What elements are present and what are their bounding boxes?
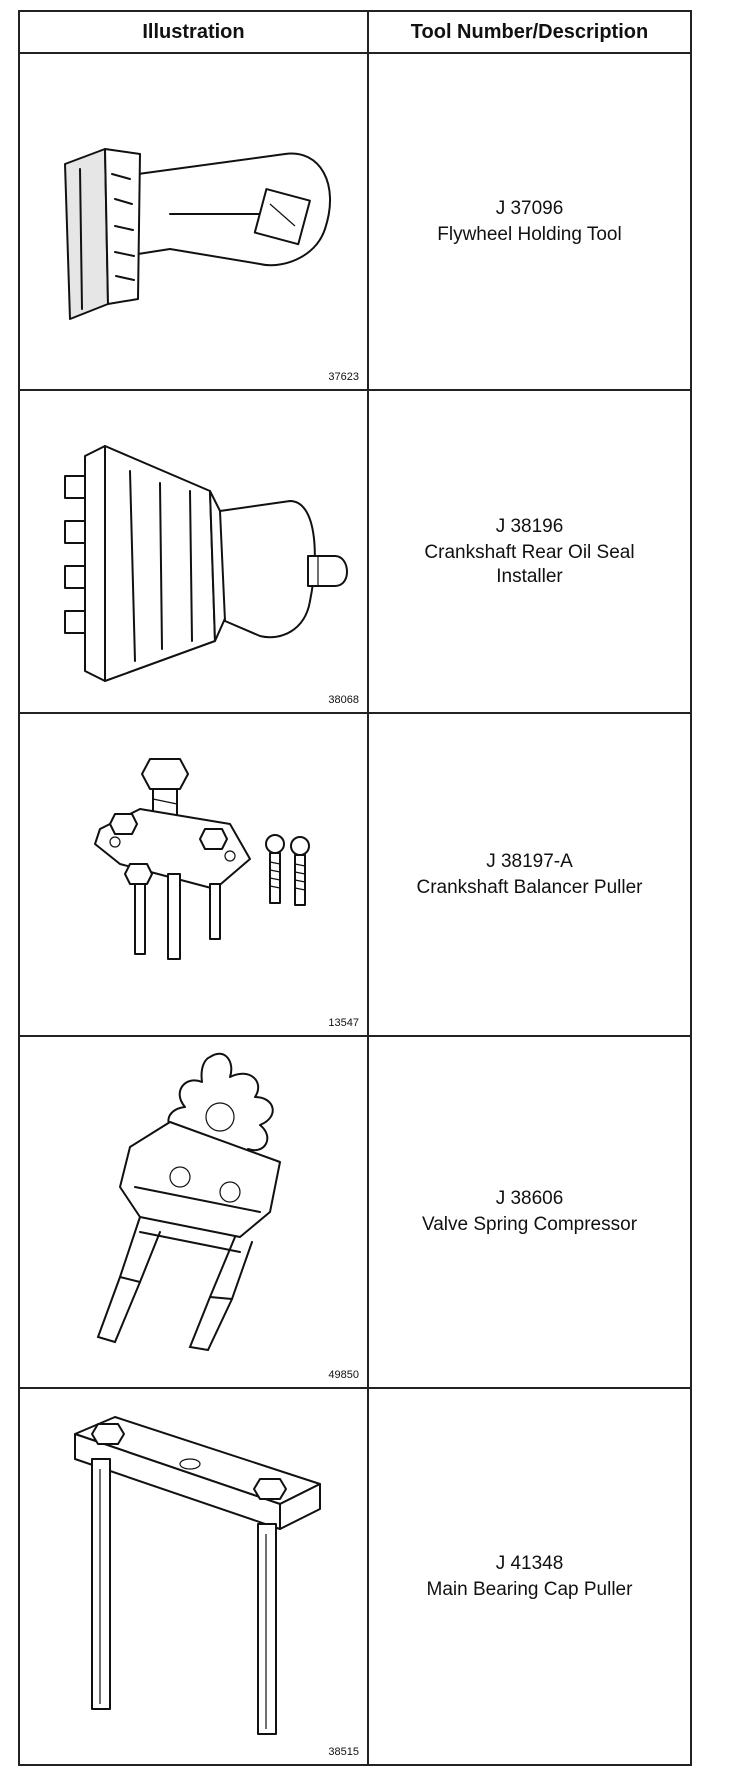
tool-name: Flywheel Holding Tool <box>437 223 622 245</box>
column-divider <box>367 12 369 1764</box>
illustration-cell: 49850 <box>20 1037 367 1387</box>
crankshaft-balancer-puller-icon <box>94 758 310 960</box>
flywheel-holding-tool-icon <box>64 148 331 320</box>
tool-number: J 38196 <box>495 515 564 537</box>
tool-number: J 38197-A <box>486 850 573 872</box>
tool-description-cell: J 41348 Main Bearing Cap Puller <box>369 1389 690 1764</box>
illustration-cell: 37623 <box>20 54 367 389</box>
tool-description-cell: J 37096 Flywheel Holding Tool <box>369 54 690 389</box>
crankshaft-rear-oil-seal-installer-icon <box>64 445 348 682</box>
figure-number: 13547 <box>328 1017 359 1029</box>
tool-description-cell: J 38197-A Crankshaft Balancer Puller <box>369 714 690 1035</box>
tool-number: J 38606 <box>495 1188 564 1209</box>
table-row: 38515 J 41348 Main Bearing Cap Puller <box>20 1389 690 1764</box>
valve-spring-compressor-icon <box>96 1052 281 1352</box>
figure-number: 49850 <box>328 1369 359 1381</box>
table-row: 49850 J 38606 Valve Spring Compressor <box>20 1037 690 1389</box>
figure-number: 38515 <box>328 1746 359 1758</box>
illustration-cell: 38515 <box>20 1389 367 1764</box>
main-bearing-cap-puller-icon <box>74 1416 321 1735</box>
figure-number: 38068 <box>328 694 359 706</box>
tool-name: Crankshaft Balancer Puller <box>416 876 643 898</box>
tool-number: J 37096 <box>495 197 564 219</box>
header-illustration: Illustration <box>142 21 245 43</box>
illustration-cell: 38068 <box>20 391 367 712</box>
table-header: Illustration Tool Number/Description <box>20 12 690 54</box>
tool-name: Main Bearing Cap Puller <box>426 1578 633 1600</box>
header-tool-number-description: Tool Number/Description <box>410 21 649 43</box>
illustration-cell: 13547 <box>20 714 367 1035</box>
tool-description-cell: J 38196 Crankshaft Rear Oil Seal Install… <box>369 391 690 712</box>
table-row: 38068 J 38196 Crankshaft Rear Oil Seal I… <box>20 391 690 714</box>
tool-number: J 41348 <box>495 1552 564 1574</box>
tool-name: Valve Spring Compressor <box>421 1214 638 1235</box>
tool-name: Crankshaft Rear Oil Seal Installer <box>424 541 635 587</box>
figure-number: 37623 <box>328 371 359 383</box>
table-row: 13547 J 38197-A Crankshaft Balancer Pull… <box>20 714 690 1037</box>
table-row: 37623 J 37096 Flywheel Holding Tool <box>20 54 690 391</box>
special-tools-table: Illustration Tool Number/Description 376… <box>18 10 692 1766</box>
tool-description-cell: J 38606 Valve Spring Compressor <box>369 1037 690 1387</box>
